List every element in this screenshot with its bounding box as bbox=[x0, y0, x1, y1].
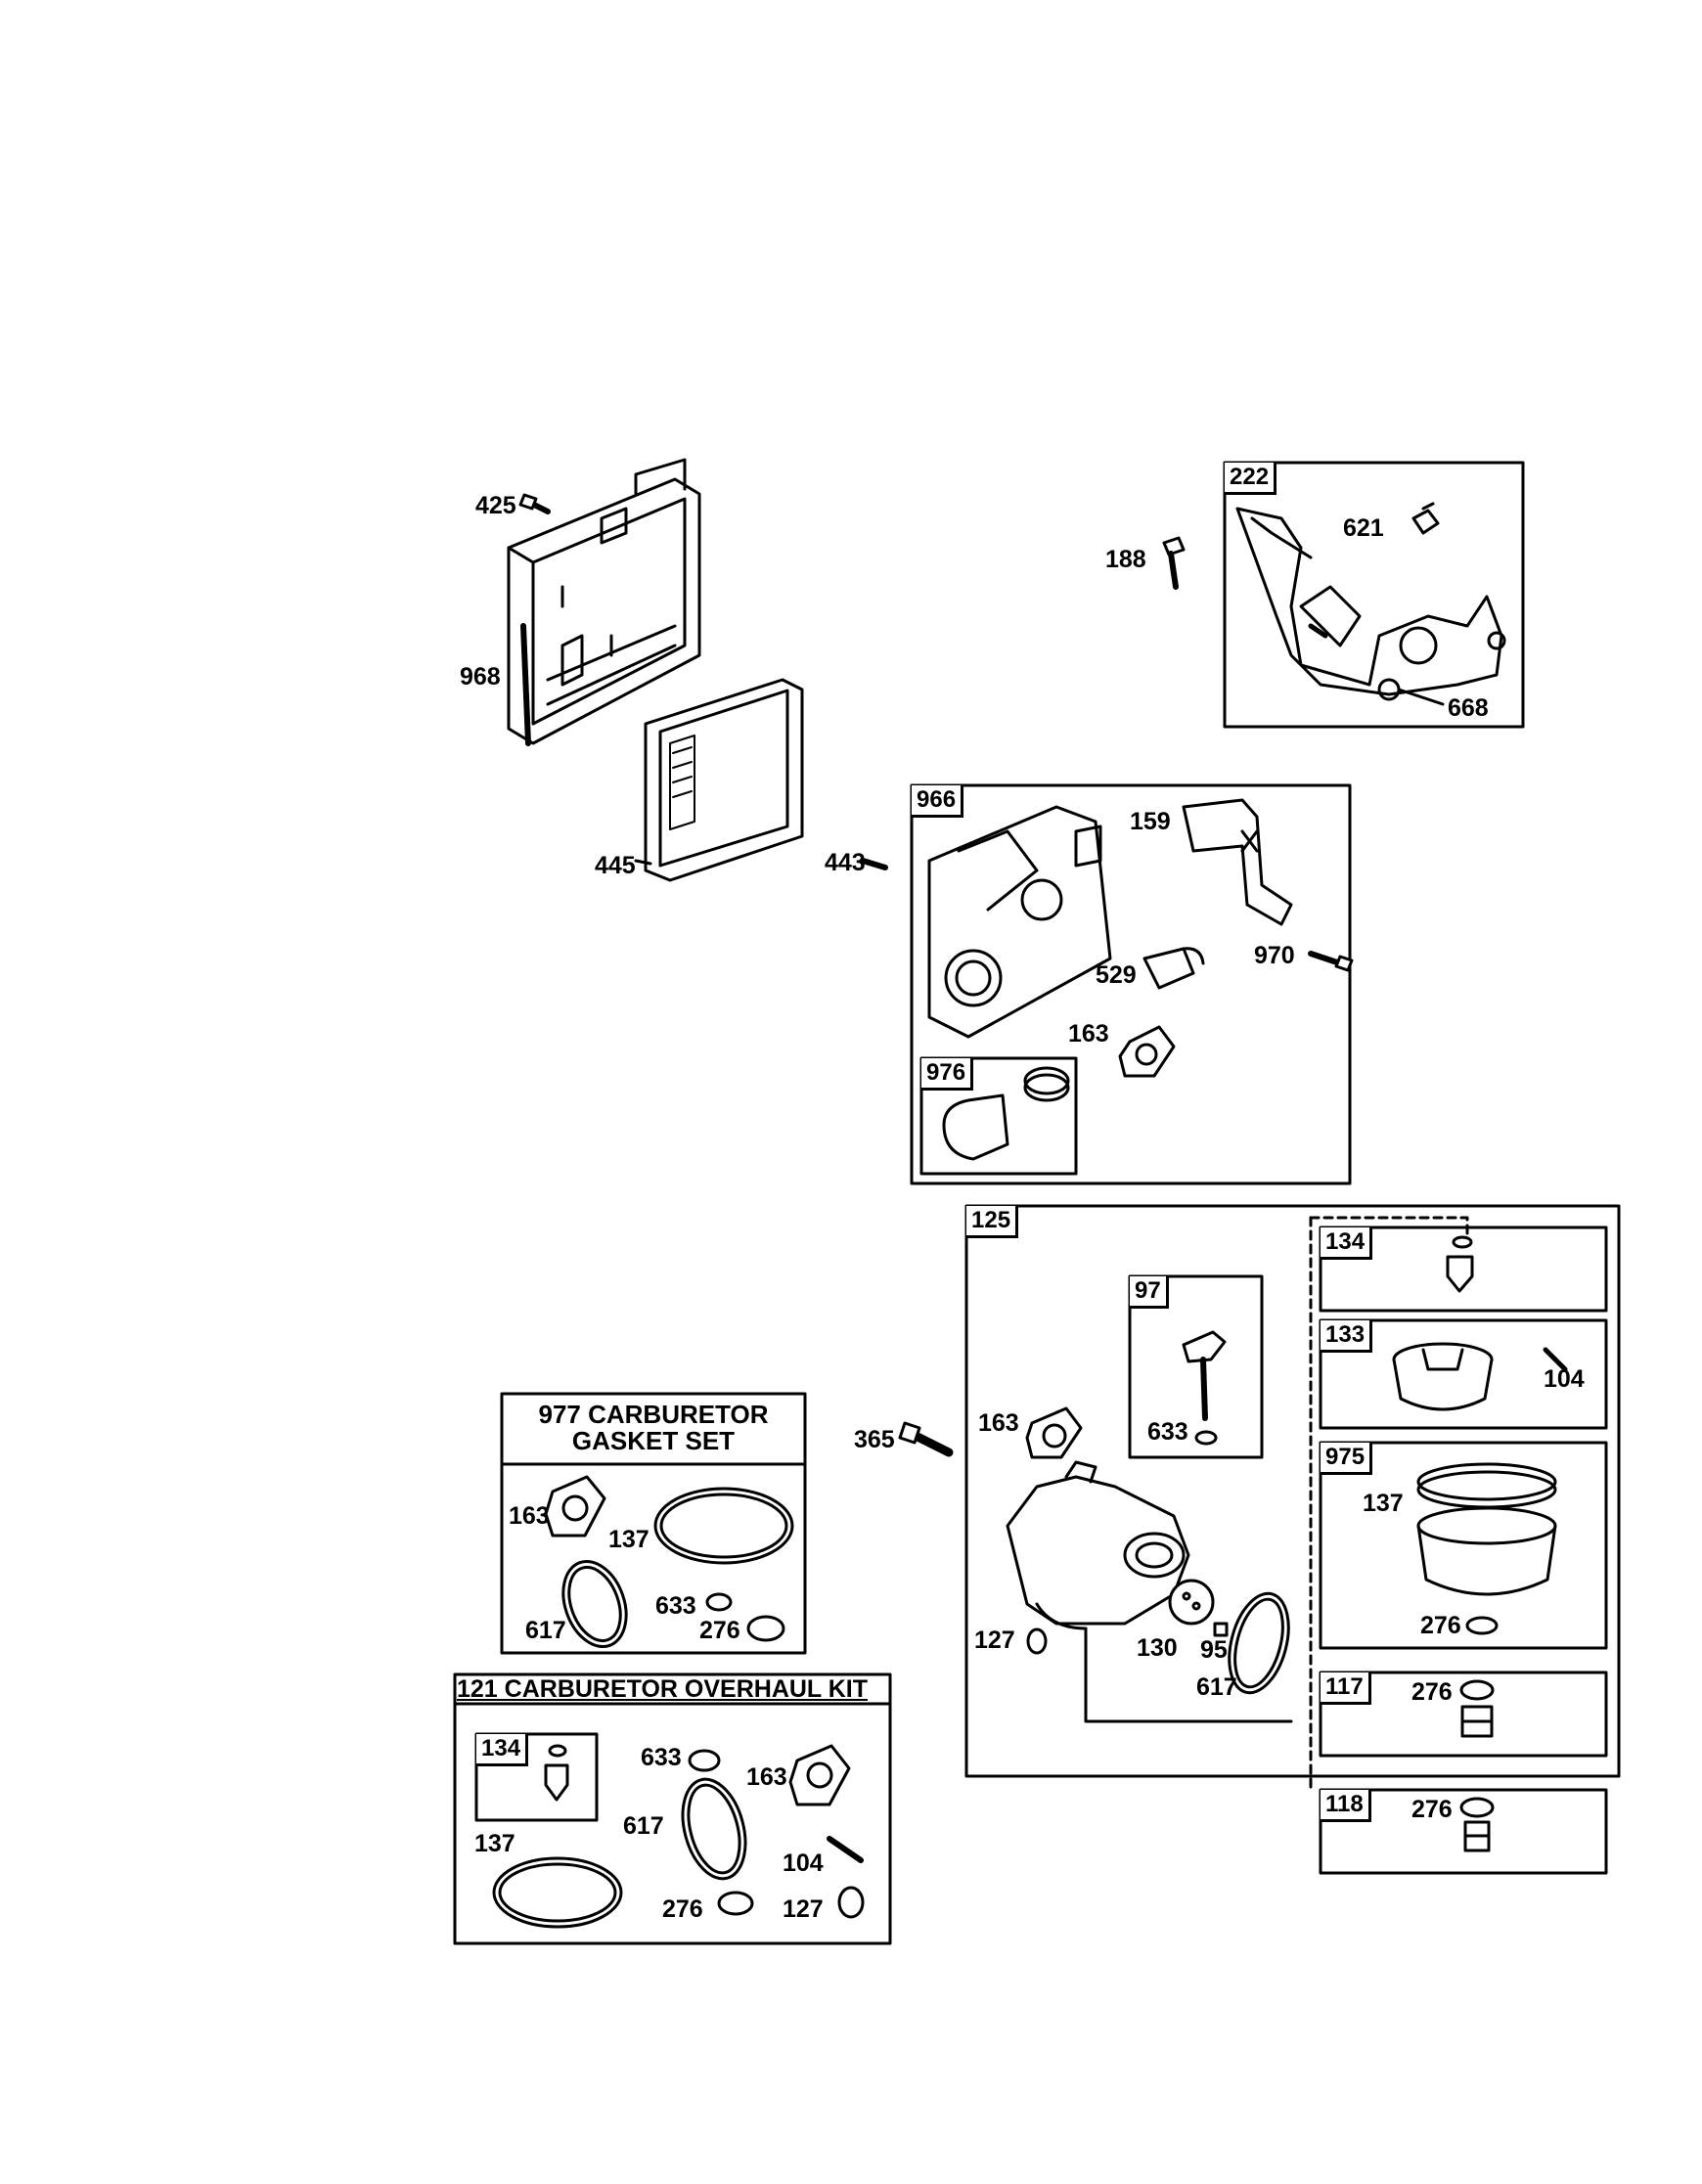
callout-621: 621 bbox=[1343, 514, 1384, 542]
screw-425 bbox=[518, 493, 551, 514]
control-bracket-222 bbox=[1235, 507, 1506, 701]
screw-188 bbox=[1162, 536, 1186, 590]
callout-159: 159 bbox=[1130, 808, 1171, 835]
overhaul-kit-parts bbox=[492, 1744, 865, 1929]
callout-276-in-118: 276 bbox=[1411, 1796, 1453, 1823]
air-cleaner-backplate-966 bbox=[927, 805, 1112, 1039]
box-966 bbox=[910, 783, 1352, 1185]
box-977 bbox=[500, 1392, 807, 1655]
callout-617-in-977: 617 bbox=[525, 1617, 566, 1644]
breather-tube-529 bbox=[1142, 947, 1205, 990]
callout-633-in-977: 633 bbox=[655, 1592, 696, 1620]
bracket-159 bbox=[1182, 798, 1293, 926]
callout-276-in-117: 276 bbox=[1411, 1678, 1453, 1706]
callout-276-in-977: 276 bbox=[699, 1617, 740, 1644]
callout-968: 968 bbox=[460, 663, 501, 691]
callout-633-in-121: 633 bbox=[641, 1744, 682, 1771]
box-134-kit bbox=[474, 1732, 599, 1822]
float-bowl-gasket-617 bbox=[1228, 1591, 1290, 1695]
gasket-163-in-125 bbox=[1025, 1406, 1083, 1459]
callout-970: 970 bbox=[1254, 942, 1295, 969]
box-125 bbox=[964, 1204, 1621, 1778]
callout-276-in-975: 276 bbox=[1420, 1612, 1461, 1639]
float-133 bbox=[1392, 1342, 1568, 1411]
box-tag-966: 966 bbox=[912, 785, 964, 818]
fitting-365 bbox=[898, 1421, 954, 1457]
callout-276-in-121: 276 bbox=[662, 1895, 703, 1923]
needle-134 bbox=[1446, 1235, 1474, 1293]
box-tag-222: 222 bbox=[1225, 463, 1277, 495]
callout-163-in-977: 163 bbox=[509, 1502, 550, 1530]
bowl-nut-117 bbox=[1459, 1679, 1495, 1738]
callout-445: 445 bbox=[595, 852, 636, 879]
callout-443: 443 bbox=[825, 849, 866, 876]
box-121 bbox=[453, 1672, 892, 1945]
box-tag-118: 118 bbox=[1321, 1790, 1371, 1822]
clip-621 bbox=[1411, 502, 1440, 535]
callout-104-in-133: 104 bbox=[1544, 1365, 1585, 1393]
box-976 bbox=[919, 1056, 1078, 1176]
box-tag-976: 976 bbox=[921, 1058, 974, 1091]
callout-365: 365 bbox=[854, 1426, 895, 1453]
screw-95 bbox=[1213, 1622, 1229, 1637]
callout-163-in-966: 163 bbox=[1068, 1020, 1109, 1047]
callout-137-in-977: 137 bbox=[608, 1526, 649, 1553]
carburetor-leader bbox=[1084, 1627, 1293, 1723]
box-tag-134-kit: 134 bbox=[476, 1734, 529, 1766]
callout-529: 529 bbox=[1096, 961, 1137, 989]
carburetor-body bbox=[1006, 1460, 1190, 1630]
leader-668 bbox=[1397, 688, 1445, 706]
bowl-nut-118 bbox=[1459, 1797, 1495, 1852]
box-tag-97: 97 bbox=[1130, 1276, 1169, 1309]
box-118 bbox=[1319, 1788, 1608, 1875]
plug-127-in-125 bbox=[1026, 1627, 1048, 1655]
callout-127-in-121: 127 bbox=[783, 1895, 824, 1923]
callout-425: 425 bbox=[475, 492, 516, 519]
callout-137-in-975: 137 bbox=[1363, 1490, 1404, 1517]
box-tag-125: 125 bbox=[966, 1206, 1019, 1238]
callout-188: 188 bbox=[1105, 546, 1146, 573]
float-130 bbox=[1168, 1579, 1215, 1626]
callout-95: 95 bbox=[1200, 1636, 1228, 1664]
choke-lever-97 bbox=[1182, 1330, 1227, 1446]
gasket-set-title: 977 CARBURETOR GASKET SET bbox=[538, 1400, 769, 1456]
box-133 bbox=[1319, 1318, 1608, 1430]
gasket-163-in-966 bbox=[1118, 1025, 1176, 1078]
air-filter-445 bbox=[634, 678, 804, 882]
box-97 bbox=[1128, 1274, 1264, 1459]
float-bowl-975 bbox=[1416, 1462, 1557, 1635]
callout-104-in-121: 104 bbox=[783, 1850, 824, 1877]
box-tag-134: 134 bbox=[1321, 1227, 1373, 1260]
box-975 bbox=[1319, 1441, 1608, 1650]
box-222 bbox=[1223, 461, 1525, 729]
box-tag-975: 975 bbox=[1321, 1443, 1373, 1475]
callout-668: 668 bbox=[1448, 694, 1489, 722]
filter-976 bbox=[942, 1066, 1070, 1161]
box-tag-117: 117 bbox=[1321, 1672, 1371, 1705]
callout-127-in-125: 127 bbox=[974, 1627, 1015, 1654]
air-cleaner-base-968 bbox=[507, 458, 701, 746]
callout-130: 130 bbox=[1137, 1634, 1178, 1662]
screw-970 bbox=[1308, 951, 1354, 972]
box-117 bbox=[1319, 1671, 1608, 1758]
box-tag-133: 133 bbox=[1321, 1320, 1373, 1353]
callout-163-in-121: 163 bbox=[746, 1763, 787, 1791]
callout-617-in-121: 617 bbox=[623, 1812, 664, 1840]
callout-163-in-125: 163 bbox=[978, 1409, 1019, 1437]
overhaul-kit-title: 121 CARBURETOR OVERHAUL KIT bbox=[457, 1675, 868, 1703]
gasket-set-parts bbox=[544, 1475, 794, 1649]
callout-633-in-97: 633 bbox=[1147, 1418, 1188, 1446]
screw-443 bbox=[860, 858, 888, 870]
callout-137-in-121: 137 bbox=[474, 1830, 515, 1857]
callout-617-in-125: 617 bbox=[1196, 1673, 1237, 1701]
box-134 bbox=[1319, 1226, 1608, 1313]
